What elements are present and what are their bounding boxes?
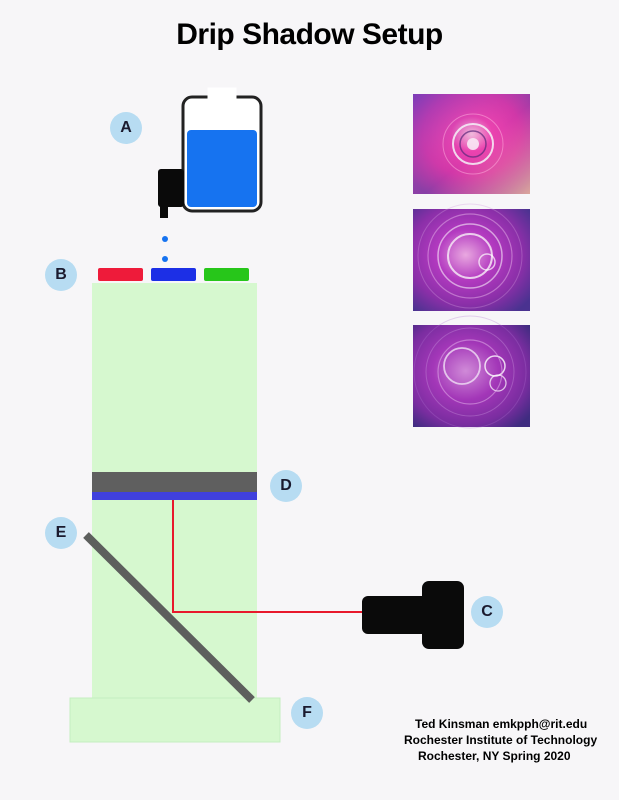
glass-plate-blue-layer [92,492,257,500]
base-plate [69,697,281,743]
glass-plate [92,472,257,492]
splash-photo-1 [413,94,530,194]
water-drop [162,256,168,262]
credit-institution: Rochester Institute of Technology [404,733,598,747]
label-d: D [270,470,302,502]
label-f: F [291,697,323,729]
label-c: C [471,596,503,628]
water-drop [162,236,168,242]
page-title: Drip Shadow Setup [176,18,443,51]
green-filter [204,268,249,281]
label-a: A [110,112,142,144]
water-container-icon [158,87,263,218]
red-filter [98,268,143,281]
label-b: B [45,259,77,291]
credit-location: Rochester, NY Spring 2020 [418,749,571,763]
credit-author: Ted Kinsman emkpph@rit.edu [415,717,588,731]
mirror [83,532,255,703]
splash-photo-2 [413,203,530,311]
camera-icon [362,581,464,649]
label-e: E [45,517,77,549]
credits: Ted Kinsman emkpph@rit.edu Rochester Ins… [380,716,616,764]
blue-filter [151,268,196,281]
splash-photo-3 [413,315,530,429]
